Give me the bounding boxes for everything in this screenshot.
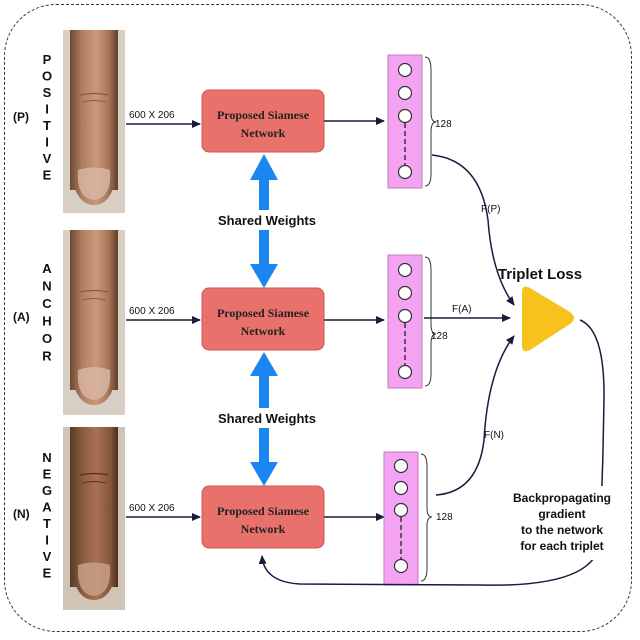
vertical-letter: A <box>42 500 52 515</box>
shared-weights-label-top: Shared Weights <box>218 213 316 228</box>
tag-negative: (N) <box>13 507 30 521</box>
vertical-letter: R <box>42 349 52 364</box>
backprop-line-4: for each triplet <box>520 539 603 553</box>
vertical-letter: A <box>42 261 52 276</box>
vertical-letter: E <box>43 168 52 183</box>
network-box-negative: Proposed Siamese Network <box>201 485 325 549</box>
network-box-positive: Proposed Siamese Network <box>201 89 325 153</box>
vertical-letter: C <box>42 296 52 311</box>
backprop-line-2: gradient <box>538 507 585 521</box>
network-label-line2: Network <box>241 522 286 536</box>
vertical-letter: I <box>45 102 49 117</box>
vertical-letter: O <box>42 69 52 84</box>
outer-dashed-frame <box>4 4 632 632</box>
vertical-letter: O <box>42 331 52 346</box>
embedding-dim-negative: 128 <box>436 512 453 523</box>
feature-label-negative: F(N) <box>484 430 504 441</box>
embedding-vector-anchor <box>387 254 437 389</box>
input-size-negative: 600 X 206 <box>129 503 175 514</box>
vertical-letter: G <box>42 483 52 498</box>
feature-label-anchor: F(A) <box>452 304 471 315</box>
vertical-letter: H <box>42 314 51 329</box>
vertical-letter: S <box>43 85 52 100</box>
vertical-letter: P <box>43 52 52 67</box>
vertical-letter: T <box>43 118 51 133</box>
finger-image-negative <box>63 427 125 610</box>
finger-image-anchor <box>63 230 125 415</box>
tag-positive: (P) <box>13 110 29 124</box>
embedding-vector-positive <box>387 54 437 189</box>
triplet-loss-title: Triplet Loss <box>498 266 582 283</box>
finger-image-positive <box>63 30 125 213</box>
backprop-label: Backpropagating gradient to the network … <box>513 491 611 553</box>
input-size-anchor: 600 X 206 <box>129 306 175 317</box>
vertical-letter: I <box>45 135 49 150</box>
vertical-letter: E <box>43 467 52 482</box>
feature-label-positive: F(P) <box>481 204 500 215</box>
network-label-line2: Network <box>241 324 286 338</box>
vertical-letter: I <box>45 533 49 548</box>
vertical-letter: T <box>43 516 51 531</box>
vertical-letter: V <box>43 549 52 564</box>
network-label-line2: Network <box>241 126 286 140</box>
backprop-line-3: to the network <box>521 523 603 537</box>
vertical-letter: N <box>42 279 51 294</box>
network-label-line1: Proposed Siamese <box>217 108 310 122</box>
embedding-dim-anchor: 128 <box>431 331 448 342</box>
feature-arrow-positive <box>431 154 515 306</box>
input-size-positive: 600 X 206 <box>129 110 175 121</box>
vertical-letter: V <box>43 151 52 166</box>
tag-anchor: (A) <box>13 310 30 324</box>
shared-weights-label-bottom: Shared Weights <box>218 411 316 426</box>
triplet-loss-triangle <box>522 286 574 352</box>
embedding-dim-positive: 128 <box>435 119 452 130</box>
vertical-letter: N <box>42 450 51 465</box>
network-label-line1: Proposed Siamese <box>217 306 310 320</box>
vertical-letter: E <box>43 566 52 581</box>
network-box-anchor: Proposed Siamese Network <box>201 287 325 351</box>
embedding-vector-negative <box>383 451 433 586</box>
feature-arrow-negative <box>435 335 515 496</box>
backprop-line-1: Backpropagating <box>513 491 611 505</box>
network-label-line1: Proposed Siamese <box>217 504 310 518</box>
